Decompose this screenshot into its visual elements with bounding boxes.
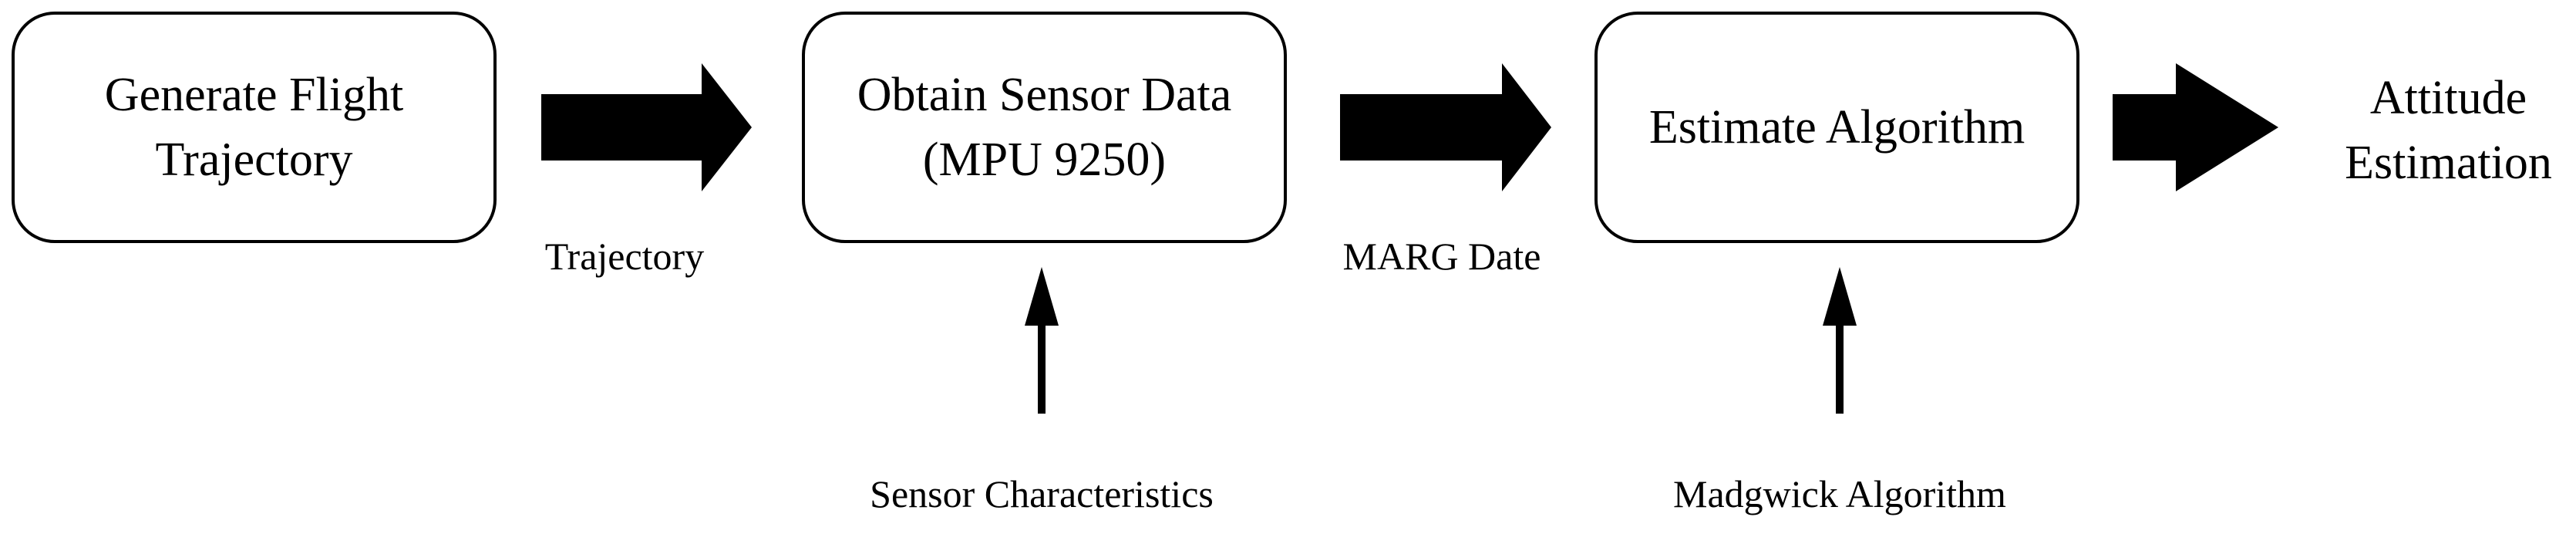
attitude-estimation-text: Attitude Estimation (2345, 72, 2552, 189)
estimate-algorithm-text: Estimate Algorithm (1648, 101, 2025, 154)
generate-flight-trajectory-box: Generate Flight Trajectory (12, 12, 497, 243)
arrow-generate-to-obtain (541, 63, 752, 191)
madgwick-algorithm-label: Madgwick Algorithm (1673, 472, 2006, 515)
obtain-sensor-data-box: Obtain Sensor Data (MPU 9250) (802, 12, 1287, 243)
arrow-sensor-shaft (1038, 323, 1046, 414)
marg-date-label: MARG Date (1342, 235, 1541, 278)
arrow-madgwick-shaft (1836, 323, 1844, 414)
arrow-madgwick-head (1823, 267, 1857, 326)
arrow-sensor-head (1025, 267, 1059, 326)
generate-flight-trajectory-text: Generate Flight Trajectory (104, 69, 404, 186)
trajectory-label: Trajectory (544, 235, 705, 278)
estimate-algorithm-box: Estimate Algorithm (1594, 12, 2079, 243)
arrow-estimate-to-output (2113, 63, 2278, 191)
sensor-characteristics-label: Sensor Characteristics (870, 472, 1214, 515)
arrow-obtain-to-estimate (1340, 63, 1551, 191)
obtain-sensor-data-text: Obtain Sensor Data (MPU 9250) (857, 69, 1232, 186)
